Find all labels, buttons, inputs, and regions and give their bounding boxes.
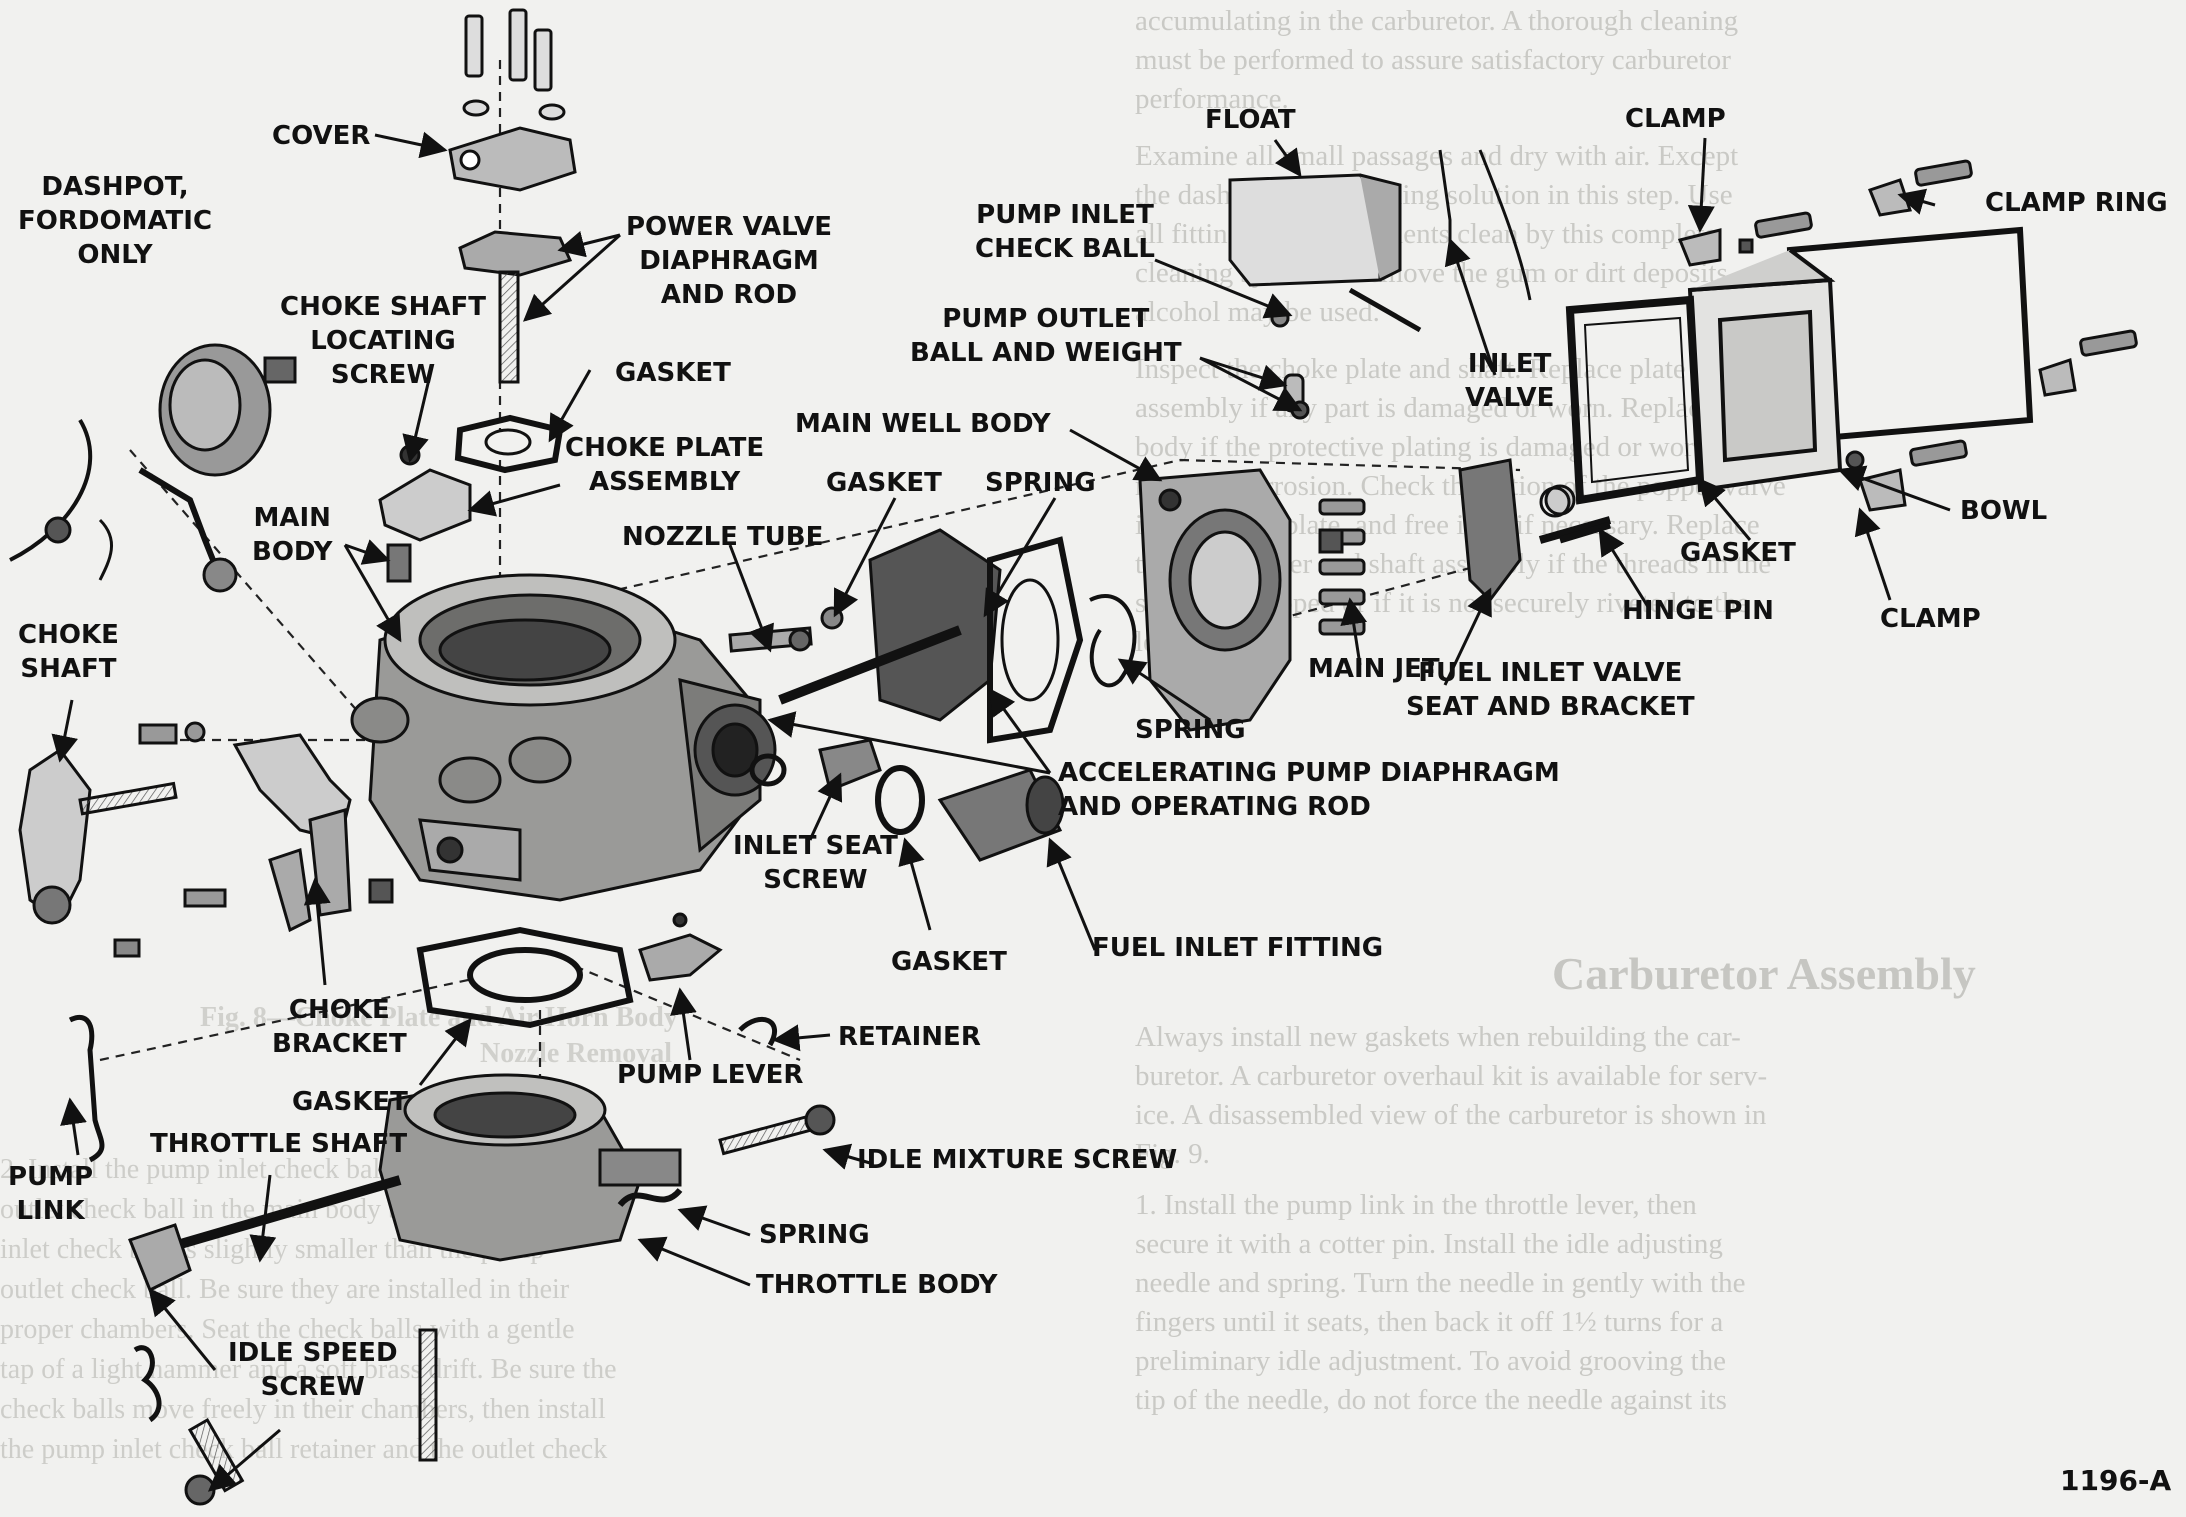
label-cover: COVER: [272, 121, 371, 151]
label-fuel-inlet-fitting: FUEL INLET FITTING: [1092, 933, 1384, 963]
label-main-body: MAIN BODY: [252, 503, 333, 567]
idle-mixture-parts: [617, 1104, 836, 1208]
label-clamp-ring: CLAMP RING: [1985, 188, 2168, 218]
label-main-well-body: MAIN WELL BODY: [795, 409, 1051, 439]
label-choke-bracket: CHOKE BRACKET: [272, 995, 407, 1059]
main-well-body-part: [1138, 468, 1292, 732]
pump-lever-parts: [638, 912, 778, 1047]
label-clamp-top: CLAMP: [1625, 104, 1726, 134]
throttle-body-part: [378, 1073, 682, 1262]
label-hinge-pin: HINGE PIN: [1622, 596, 1774, 626]
label-pump-outlet-ball: PUMP OUTLET BALL AND WEIGHT: [910, 304, 1182, 368]
float-part: [1228, 149, 1532, 333]
label-spring-mid: SPRING: [1135, 715, 1246, 745]
label-main-jet: MAIN JET: [1308, 654, 1440, 684]
label-spring-upper: SPRING: [985, 468, 1096, 498]
background-text-lower: Always install new gaskets when rebuildi…: [1135, 1021, 1768, 1416]
label-throttle-shaft: THROTTLE SHAFT: [150, 1129, 408, 1159]
lower-gasket-part: [416, 926, 634, 1029]
label-bowl: BOWL: [1960, 496, 2048, 526]
label-choke-shaft: CHOKE SHAFT: [18, 620, 119, 684]
label-dashpot: DASHPOT, FORDOMATIC ONLY: [18, 172, 213, 270]
label-gasket-mid: GASKET: [826, 468, 942, 498]
label-gasket-top: GASKET: [615, 358, 731, 388]
label-fuel-inlet-valve: FUEL INLET VALVE SEAT AND BRACKET: [1406, 658, 1695, 722]
label-inlet-seat-screw: INLET SEAT SCREW: [733, 831, 898, 895]
main-well-screws: [1318, 498, 1366, 636]
hinge-pin-part: [1539, 486, 1612, 544]
bowl-part: [1565, 226, 2034, 505]
label-float: FLOAT: [1205, 105, 1296, 135]
label-spring-lower: SPRING: [759, 1220, 870, 1250]
label-idle-speed-screw: IDLE SPEED SCREW: [228, 1338, 398, 1402]
label-gasket-lower: GASKET: [292, 1087, 408, 1117]
label-accelerating-pump: ACCELERATING PUMP DIAPHRAGM AND OPERATIN…: [1058, 758, 1560, 822]
label-pump-link: PUMP LINK: [8, 1162, 94, 1226]
background-heading: Carburetor Assembly: [1552, 948, 1976, 999]
cover-part: [448, 8, 577, 192]
label-throttle-body: THROTTLE BODY: [756, 1270, 998, 1300]
label-choke-shaft-locating-screw: CHOKE SHAFT LOCATING SCREW: [280, 292, 487, 390]
figure-number: 1196-A: [2060, 1464, 2172, 1497]
choke-shaft-part: [18, 721, 227, 958]
label-pump-inlet-check-ball: PUMP INLET CHECK BALL: [975, 200, 1155, 264]
label-idle-mixture-screw: IDLE MIXTURE SCREW: [857, 1145, 1178, 1175]
label-inlet-valve: INLET VALVE: [1465, 349, 1555, 413]
pump-check-balls: [1270, 308, 1310, 420]
dashpot-part: [9, 343, 297, 593]
leader-arrows: [51, 131, 1951, 1492]
label-nozzle-tube: NOZZLE TUBE: [622, 522, 824, 552]
label-choke-plate-assembly: CHOKE PLATE ASSEMBLY: [565, 433, 765, 497]
label-gasket-inlet: GASKET: [891, 947, 1007, 977]
nozzle-tube-part: [728, 606, 844, 653]
power-valve-part: [454, 230, 573, 474]
label-clamp-bottom: CLAMP: [1880, 604, 1981, 634]
main-body-part: [350, 573, 777, 902]
choke-bracket-part: [232, 733, 394, 933]
label-retainer: RETAINER: [838, 1022, 981, 1052]
label-gasket-bowl: GASKET: [1680, 538, 1796, 568]
choke-plate-part: [378, 444, 472, 583]
label-power-valve: POWER VALVE DIAPHRAGM AND ROD: [626, 212, 833, 310]
label-pump-lever: PUMP LEVER: [617, 1060, 804, 1090]
accelerating-pump-part: [778, 528, 1137, 744]
